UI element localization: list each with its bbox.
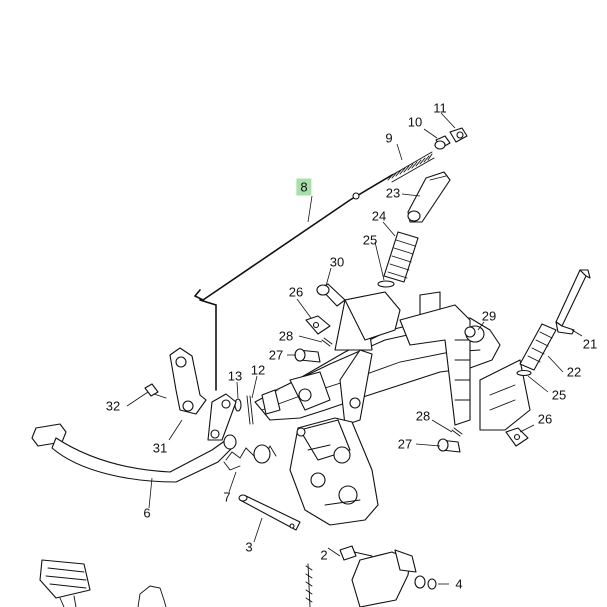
washer-pin-left bbox=[294, 348, 321, 363]
stand-bolt bbox=[339, 545, 373, 561]
flange-bolt bbox=[144, 383, 167, 399]
callout-8-highlighted[interactable]: 8 bbox=[296, 178, 312, 196]
callout-22[interactable]: 22 bbox=[566, 364, 582, 380]
callout-2[interactable]: 2 bbox=[320, 547, 328, 563]
cotter-pin-left bbox=[321, 337, 333, 347]
callout-21[interactable]: 21 bbox=[582, 336, 598, 352]
footrest-rubber-right bbox=[519, 323, 557, 371]
callout-9[interactable]: 9 bbox=[385, 130, 393, 146]
callout-28-right[interactable]: 28 bbox=[415, 408, 431, 424]
callout-25-top[interactable]: 25 bbox=[362, 232, 378, 248]
washer bbox=[234, 398, 242, 412]
brake-pedal bbox=[31, 423, 237, 483]
frame-body bbox=[254, 291, 531, 431]
brake-rod bbox=[193, 174, 393, 391]
return-spring bbox=[223, 444, 277, 471]
stand-foot bbox=[351, 549, 417, 607]
callout-3[interactable]: 3 bbox=[245, 539, 253, 555]
pedal-bracket bbox=[169, 347, 207, 415]
stand-bracket bbox=[289, 417, 379, 526]
callout-28-top[interactable]: 28 bbox=[278, 328, 294, 344]
footrest-rubber bbox=[383, 231, 419, 283]
footrest-bracket-right bbox=[555, 269, 591, 335]
rod-spring bbox=[386, 151, 435, 183]
callout-6[interactable]: 6 bbox=[143, 505, 151, 521]
joint-nut bbox=[449, 127, 468, 143]
callout-26-right[interactable]: 26 bbox=[537, 411, 553, 427]
callout-25-right[interactable]: 25 bbox=[551, 387, 567, 403]
stand-spring bbox=[305, 563, 313, 607]
callout-4[interactable]: 4 bbox=[455, 576, 463, 592]
callout-11[interactable]: 11 bbox=[433, 100, 447, 116]
pivot-pin bbox=[316, 283, 346, 307]
washer-pin-right bbox=[437, 438, 461, 453]
callout-12[interactable]: 12 bbox=[250, 362, 266, 378]
callout-31[interactable]: 31 bbox=[152, 440, 168, 456]
footrest-rubber-lower bbox=[39, 559, 91, 607]
callout-26-top[interactable]: 26 bbox=[288, 284, 304, 300]
callout-10[interactable]: 10 bbox=[407, 114, 423, 130]
clip-ring-right bbox=[516, 369, 532, 377]
stand-collar bbox=[414, 575, 437, 590]
adjust-nut bbox=[434, 135, 451, 150]
pedal-arm-link bbox=[207, 393, 237, 441]
footrest-bracket bbox=[407, 171, 451, 223]
callout-24[interactable]: 24 bbox=[371, 208, 387, 224]
callout-27-right[interactable]: 27 bbox=[397, 436, 413, 452]
callout-7[interactable]: 7 bbox=[223, 489, 231, 505]
callout-29[interactable]: 29 bbox=[481, 308, 497, 324]
cotter-pin-right bbox=[451, 427, 463, 437]
collar bbox=[464, 325, 485, 343]
cotter-pin bbox=[246, 395, 254, 425]
callout-32[interactable]: 32 bbox=[105, 398, 121, 414]
leader-lines bbox=[126, 112, 583, 585]
callout-23[interactable]: 23 bbox=[385, 185, 401, 201]
mount-plate-right bbox=[505, 427, 529, 447]
mount-plate-left bbox=[305, 315, 331, 335]
callout-27-top[interactable]: 27 bbox=[268, 347, 284, 363]
stand-shaft bbox=[238, 494, 301, 531]
callout-13[interactable]: 13 bbox=[227, 368, 243, 384]
callout-30[interactable]: 30 bbox=[329, 254, 345, 270]
hook-lower bbox=[137, 585, 167, 607]
clip-ring-top bbox=[377, 280, 395, 288]
